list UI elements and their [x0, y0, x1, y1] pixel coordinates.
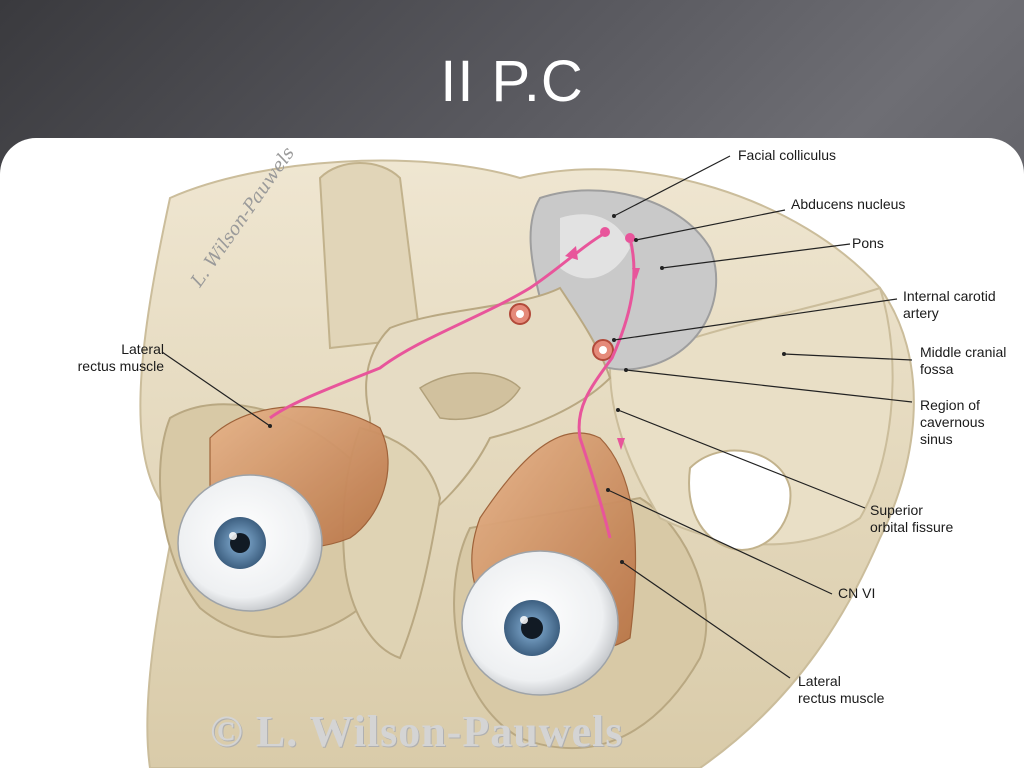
label-cavernous-line2: cavernous: [920, 414, 985, 430]
left-eyeball: [177, 474, 323, 612]
leader-lines: [161, 155, 913, 679]
label-sup-orbital-line2: orbital fissure: [870, 519, 954, 535]
cranial-nerve-illustration: L. Wilson-Pauwels: [139, 143, 915, 768]
label-middle-cranial-line1: Middle cranial: [920, 344, 1007, 360]
temporal-fossa: [688, 449, 792, 551]
illustration-panel: L. Wilson-Pauwels Facial colliculus Abdu…: [0, 138, 1024, 778]
label-abducens-nucleus: Abducens nucleus: [791, 196, 906, 212]
cn-vi-left: [269, 231, 606, 420]
label-lateral-rectus-left-line1: Lateral: [121, 341, 164, 357]
label-cavernous-line1: Region of: [920, 397, 980, 413]
copyright-watermark: © L. Wilson-Pauwels: [210, 707, 624, 756]
label-cavernous-sinus: Region of cavernous sinus: [920, 397, 985, 448]
label-internal-carotid-line2: artery: [903, 305, 939, 321]
label-sup-orbital-line1: Superior: [870, 502, 923, 518]
sella: [418, 372, 521, 420]
label-lateral-rectus-right-line2: rectus muscle: [798, 690, 885, 706]
label-cn-vi: CN VI: [838, 585, 876, 601]
clivus-left: [318, 162, 422, 350]
label-lateral-rectus-right-line1: Lateral: [798, 673, 841, 689]
label-lateral-rectus-left-line2: rectus muscle: [77, 358, 164, 374]
label-internal-carotid: Internal carotid artery: [903, 288, 996, 322]
label-lateral-rectus-right: Lateral rectus muscle: [798, 673, 884, 707]
label-middle-cranial-line2: fossa: [920, 361, 954, 377]
label-internal-carotid-line1: Internal carotid: [903, 288, 996, 304]
label-pons: Pons: [852, 235, 884, 251]
label-facial-colliculus: Facial colliculus: [738, 147, 837, 163]
slide-title: II P.C: [440, 49, 584, 114]
label-lateral-rectus-left: Lateral rectus muscle: [60, 341, 164, 375]
label-cavernous-line3: sinus: [920, 431, 953, 447]
cn-vi-right: [577, 237, 636, 539]
internal-carotid-left: [509, 303, 531, 325]
internal-carotid-right: [592, 339, 614, 361]
right-eyeball: [461, 550, 619, 696]
label-superior-orbital-fissure: Superior orbital fissure: [870, 502, 953, 536]
label-middle-cranial-fossa: Middle cranial fossa: [920, 344, 1006, 378]
